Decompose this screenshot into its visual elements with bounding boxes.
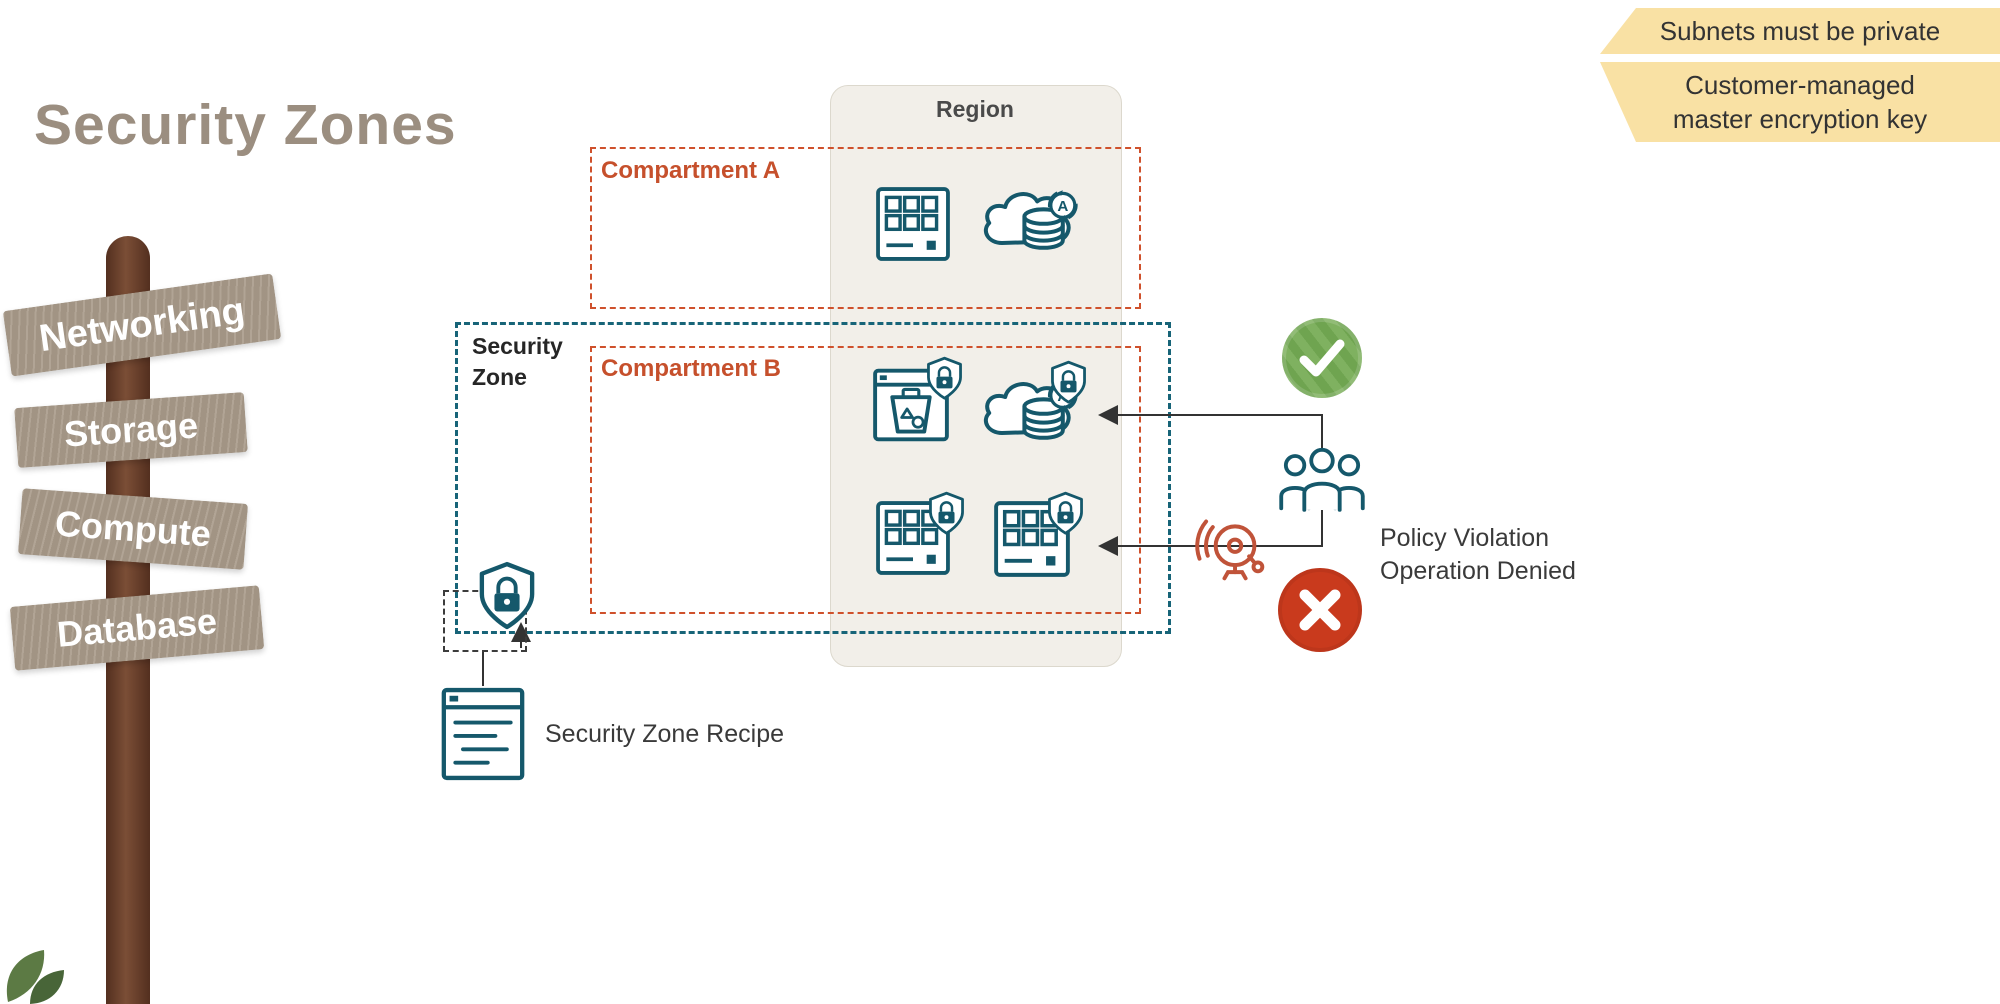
sign-networking-label: Networking: [36, 289, 248, 360]
security-zone-shield-icon: [478, 560, 536, 632]
shield-lock-icon: [928, 491, 965, 536]
shield-lock-icon: [926, 356, 963, 401]
leaf-icon: [6, 950, 64, 1004]
alarm-bell-icon: [1182, 500, 1274, 588]
security-zone-label-line2: Zone: [472, 364, 527, 390]
recipe-document-icon: [440, 686, 526, 782]
subnet-grid-icon: [875, 186, 951, 262]
recipe-label: Security Zone Recipe: [545, 720, 785, 748]
violation-line1: Policy Violation: [1380, 524, 1550, 552]
shield-lock-icon: [1050, 360, 1087, 405]
callout-kms-line2: master encryption key: [1672, 104, 1928, 134]
violation-message: Policy Violation Operation Denied: [1380, 522, 1576, 588]
callout-subnets-text: Subnets must be private: [1659, 15, 1941, 46]
autonomous-database-icon: A: [978, 180, 1082, 266]
sign-database-label: Database: [55, 600, 219, 655]
leaf-decoration: [0, 924, 72, 1004]
callout-customer-managed-key: Customer-managed master encryption key: [1600, 62, 2000, 142]
page-title: Security Zones: [34, 93, 457, 157]
allowed-check-icon: [1282, 318, 1362, 398]
region-label: Region: [936, 96, 1014, 122]
users-group-icon: [1272, 440, 1372, 512]
violation-line2: Operation Denied: [1380, 557, 1576, 585]
sign-storage-label: Storage: [62, 404, 200, 455]
sign-compute-label: Compute: [53, 502, 213, 555]
security-zone-box: [455, 322, 1171, 634]
object-storage-bucket-icon: [872, 366, 950, 444]
subnet-grid-secured-icon: [875, 500, 951, 576]
callout-subnets-private: Subnets must be private: [1600, 8, 2000, 54]
sign-compute: Compute: [17, 488, 249, 570]
sign-database: Database: [9, 585, 265, 671]
shield-lock-icon: [1047, 491, 1084, 536]
adb-letter: A: [1057, 198, 1068, 215]
callout-kms-line1: Customer-managed: [1685, 70, 1915, 100]
security-zone-label-line1: Security: [472, 333, 563, 359]
compartment-a-box: [590, 147, 1141, 309]
compartment-b-box: [590, 346, 1141, 614]
compartment-a-label: Compartment A: [601, 157, 781, 184]
denied-x-icon: [1278, 568, 1362, 652]
security-zone-label: Security Zone: [472, 331, 563, 393]
sign-storage: Storage: [14, 392, 248, 468]
compartment-b-label: Compartment B: [601, 355, 782, 382]
